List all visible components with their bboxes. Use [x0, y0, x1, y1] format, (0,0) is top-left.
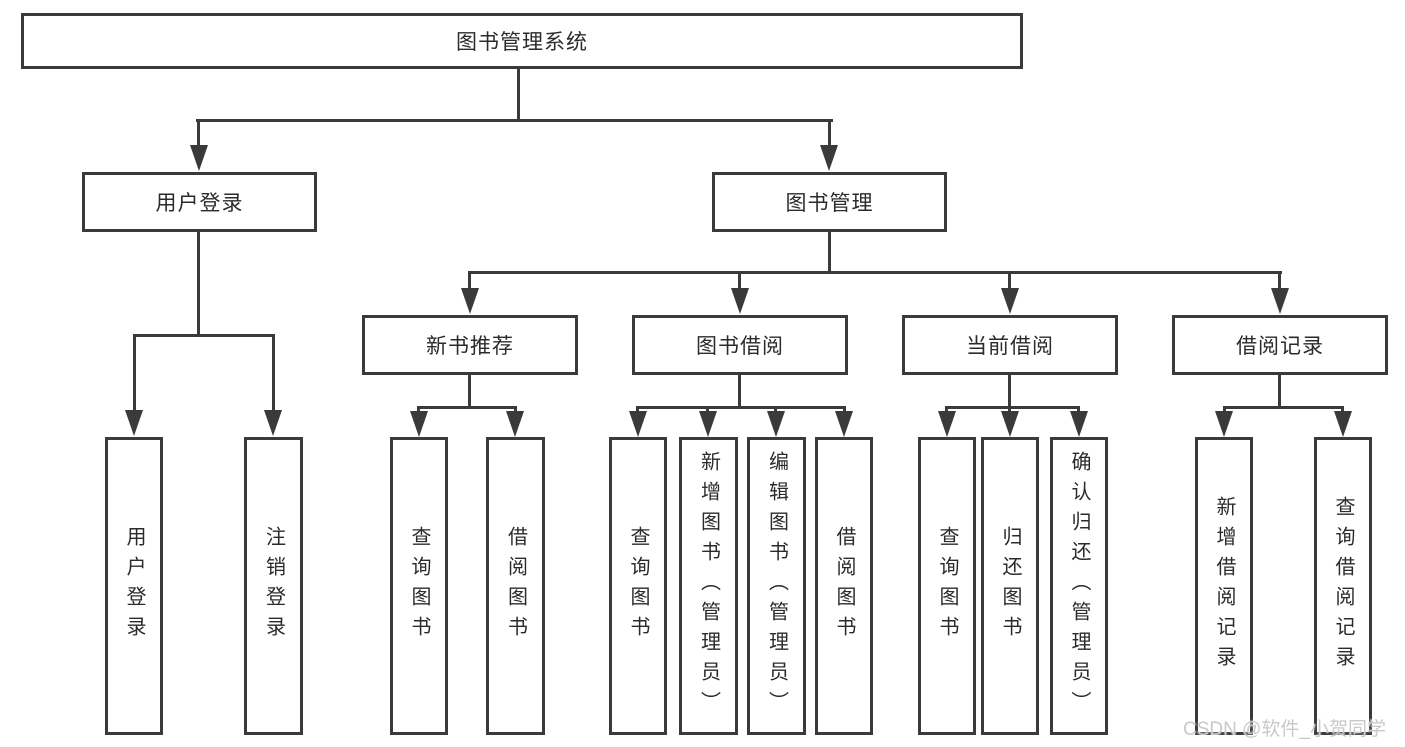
leaf-label: 查询借阅记录	[1332, 496, 1354, 676]
leaf-label: 借阅图书	[504, 526, 527, 646]
connector-line	[1278, 375, 1281, 408]
arrow-down-icon	[190, 145, 208, 171]
arrow-down-icon	[506, 411, 524, 437]
arrow-down-icon	[767, 411, 785, 437]
connector-line	[514, 406, 517, 414]
arrow-down-icon	[699, 411, 717, 437]
leaf-label: 查询图书	[627, 526, 649, 646]
connector-line	[468, 271, 471, 290]
node-new-book-recommendation: 新书推荐	[362, 315, 578, 375]
leaf-query-books-current: 查询图书	[918, 437, 976, 735]
connector-line	[945, 406, 948, 414]
arrow-down-icon	[1001, 411, 1019, 437]
arrow-down-icon	[125, 410, 143, 436]
arrow-down-icon	[1070, 411, 1088, 437]
arrow-down-icon	[410, 411, 428, 437]
arrow-down-icon	[1334, 411, 1352, 437]
node-current-borrowing: 当前借阅	[902, 315, 1118, 375]
connector-line	[1008, 406, 1011, 414]
connector-line	[272, 334, 275, 412]
connector-line	[417, 406, 517, 409]
connector-line	[1008, 271, 1011, 290]
leaf-label: 归还图书	[999, 526, 1021, 646]
leaf-query-books-borrowing: 查询图书	[609, 437, 667, 735]
leaf-return-books: 归还图书	[981, 437, 1039, 735]
leaf-borrow-books-recommend: 借阅图书	[486, 437, 545, 735]
connector-line	[1008, 375, 1011, 408]
arrow-down-icon	[1215, 411, 1233, 437]
arrow-down-icon	[1001, 288, 1019, 314]
node-label: 用户登录	[155, 192, 244, 215]
watermark: CSDN @软件_小贺同学	[1183, 719, 1386, 740]
arrow-down-icon	[820, 145, 838, 171]
leaf-label: 用户登录	[123, 526, 145, 646]
node-book-borrowing: 图书借阅	[632, 315, 848, 375]
connector-line	[738, 375, 741, 408]
connector-line	[197, 232, 200, 336]
leaf-borrow-books: 借阅图书	[815, 437, 873, 735]
connector-line	[417, 406, 420, 414]
connector-line	[197, 119, 200, 147]
connector-line	[196, 119, 833, 122]
connector-line	[133, 334, 275, 337]
node-label: 图书管理系统	[456, 31, 588, 54]
node-user-login: 用户登录	[82, 172, 317, 232]
leaf-label: 借阅图书	[833, 526, 855, 646]
connector-line	[706, 406, 709, 414]
arrow-down-icon	[1271, 288, 1289, 314]
connector-line	[843, 406, 846, 414]
arrow-down-icon	[461, 288, 479, 314]
arrow-down-icon	[629, 411, 647, 437]
leaf-query-borrow-record: 查询借阅记录	[1314, 437, 1372, 735]
leaf-logout: 注销登录	[244, 437, 303, 735]
connector-line	[828, 232, 831, 274]
node-book-management: 图书管理	[712, 172, 947, 232]
leaf-add-borrow-record: 新增借阅记录	[1195, 437, 1253, 735]
connector-line	[133, 334, 136, 412]
connector-line	[1278, 271, 1281, 290]
node-label: 图书管理	[785, 192, 874, 215]
leaf-label: 确认归还（管理员）	[1068, 451, 1090, 721]
connector-line	[945, 406, 1080, 409]
connector-line	[1223, 406, 1226, 414]
connector-line	[774, 406, 777, 414]
connector-line	[636, 406, 639, 414]
connector-line	[828, 119, 831, 147]
node-borrowing-records: 借阅记录	[1172, 315, 1388, 375]
node-label: 借阅记录	[1236, 335, 1324, 358]
leaf-label: 编辑图书（管理员）	[765, 451, 788, 721]
connector-line	[468, 375, 471, 408]
connector-line	[1341, 406, 1344, 414]
leaf-query-books-recommend: 查询图书	[390, 437, 448, 735]
leaf-label: 注销登录	[262, 526, 285, 646]
leaf-label: 查询图书	[408, 526, 430, 646]
node-label: 图书借阅	[696, 335, 784, 358]
arrow-down-icon	[264, 410, 282, 436]
leaf-confirm-return-admin: 确认归还（管理员）	[1050, 437, 1108, 735]
leaf-label: 新增借阅记录	[1213, 496, 1235, 676]
leaf-add-books-admin: 新增图书（管理员）	[679, 437, 738, 735]
connector-line	[1077, 406, 1080, 414]
arrow-down-icon	[938, 411, 956, 437]
leaf-label: 新增图书（管理员）	[697, 451, 720, 721]
node-label: 新书推荐	[426, 335, 514, 358]
connector-line	[468, 271, 1282, 274]
node-library-management-system: 图书管理系统	[21, 13, 1023, 69]
leaf-user-login: 用户登录	[105, 437, 163, 735]
leaf-label: 查询图书	[936, 526, 958, 646]
arrow-down-icon	[835, 411, 853, 437]
leaf-edit-books-admin: 编辑图书（管理员）	[747, 437, 806, 735]
connector-line	[636, 406, 846, 409]
node-label: 当前借阅	[966, 335, 1054, 358]
arrow-down-icon	[731, 288, 749, 314]
connector-line	[517, 69, 520, 120]
connector-line	[738, 271, 741, 290]
connector-line	[1223, 406, 1343, 409]
